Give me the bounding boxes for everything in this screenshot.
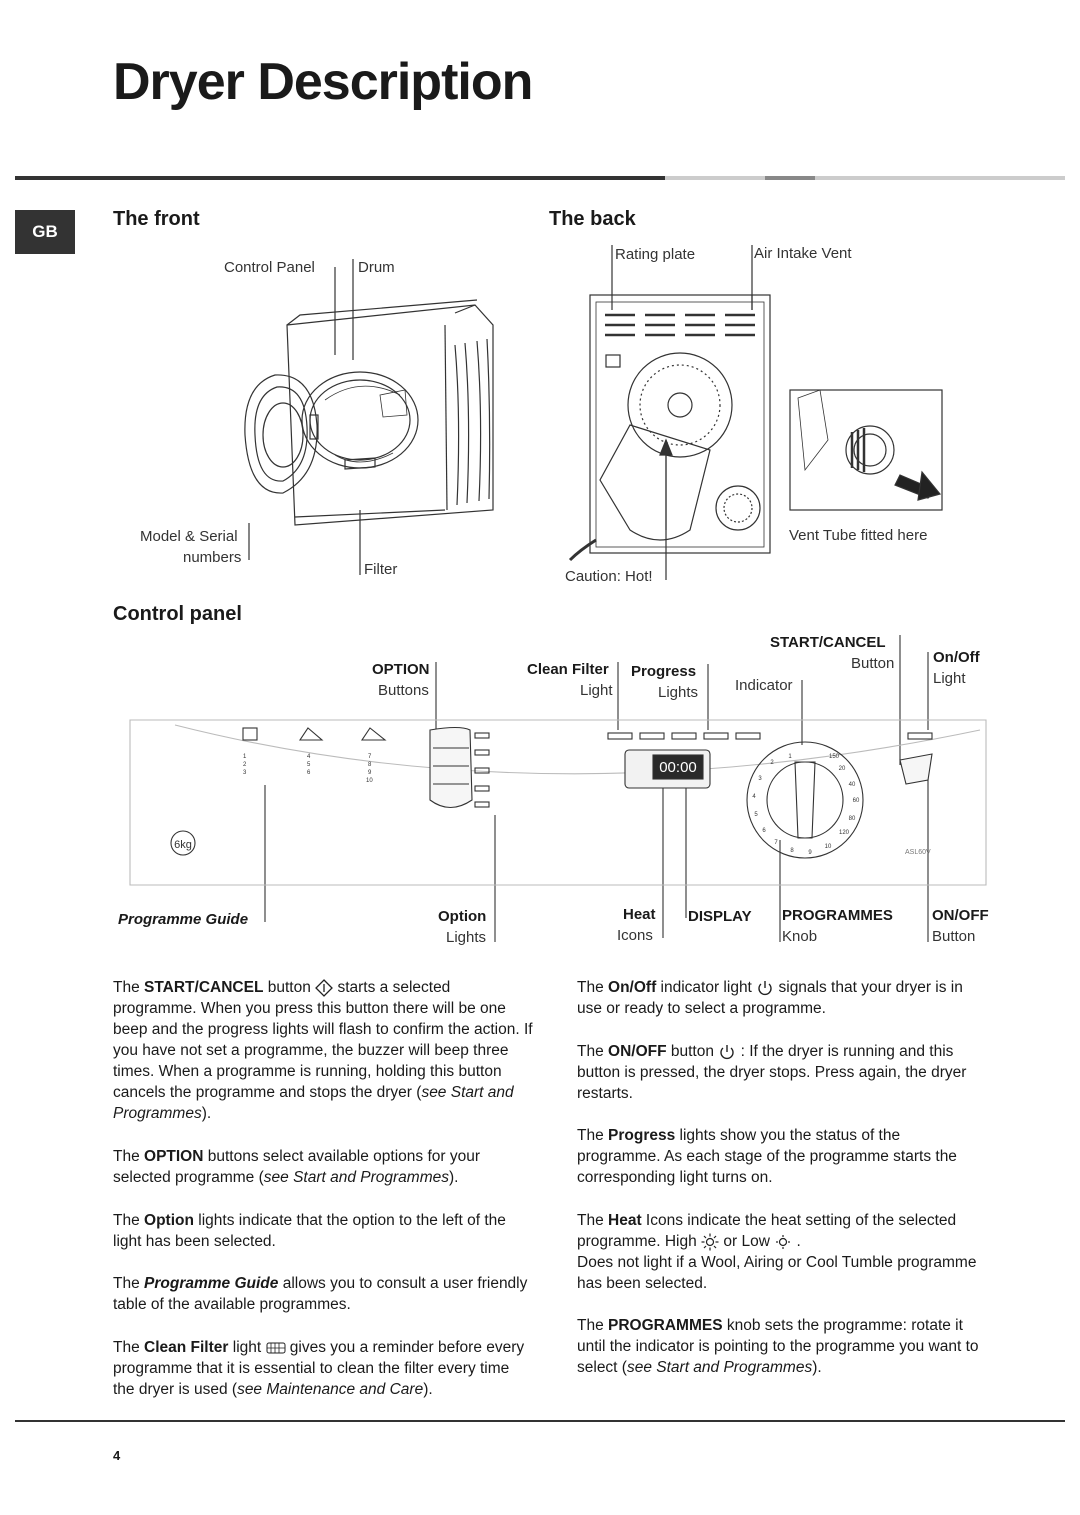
start-cancel-icon — [315, 978, 334, 997]
label-heat-icons: Icons — [617, 927, 653, 944]
power-icon — [758, 980, 772, 996]
label-vent-tube: Vent Tube fitted here — [789, 527, 928, 544]
clean-filter-icon — [266, 1342, 285, 1354]
label-caution-hot: Caution: Hot! — [565, 568, 653, 585]
guide-number: 10 — [366, 778, 373, 784]
top-rule-dark — [15, 176, 665, 180]
label-onoff-light: Light — [933, 670, 966, 687]
dial-number: 3 — [758, 776, 762, 782]
label-start-cancel-button: Button — [851, 655, 895, 672]
para-programme-guide: The Programme Guide allows you to consul… — [113, 1275, 528, 1313]
dial-number: 120 — [839, 830, 850, 836]
label-onoff-light-top: On/Off — [933, 649, 980, 666]
dial-number: 5 — [754, 812, 758, 818]
dial-number: 6 — [762, 828, 766, 834]
dial-number: 40 — [849, 782, 856, 788]
label-progress-lights: Lights — [658, 684, 699, 701]
para-start-cancel: The START/CANCEL button starts a selecte… — [113, 978, 533, 1122]
power-icon — [720, 1044, 734, 1060]
dial-number: 8 — [790, 848, 794, 854]
label-numbers: numbers — [183, 549, 242, 566]
dryer-back-illustration — [568, 245, 943, 580]
dial-number: 20 — [839, 766, 846, 772]
label-heat: Heat — [623, 906, 656, 923]
para-progress: The Progress lights show you the status … — [577, 1127, 957, 1186]
label-rating-plate: Rating plate — [615, 246, 696, 263]
control-panel-heading: Control panel — [113, 603, 242, 625]
front-heading: The front — [113, 208, 200, 230]
guide-number: 4 — [307, 754, 311, 760]
label-programmes: PROGRAMMES — [782, 907, 893, 924]
dryer-front-illustration — [244, 259, 494, 575]
para-option-buttons: The OPTION buttons select available opti… — [113, 1148, 481, 1186]
label-clean-filter-light: Light — [580, 682, 613, 699]
page-number: 4 — [113, 1448, 121, 1463]
top-rule-light-2 — [815, 176, 1065, 180]
label-air-intake: Air Intake Vent — [754, 245, 852, 262]
back-heading: The back — [549, 208, 636, 230]
page-title: Dryer Description — [113, 53, 533, 111]
bottom-rule — [15, 1420, 1065, 1422]
dial-number: 1 — [788, 754, 792, 760]
label-programme-guide: Programme Guide — [118, 911, 249, 928]
dial-number: 7 — [774, 840, 778, 846]
label-option-lights: Lights — [446, 929, 487, 946]
low-heat-icon — [776, 1234, 791, 1249]
guide-number: 7 — [368, 754, 372, 760]
dial-number: 10 — [825, 844, 832, 850]
dial-number: 60 — [853, 798, 860, 804]
model-code: ASL60V — [905, 849, 931, 856]
guide-number: 1 — [243, 754, 247, 760]
label-option-buttons: Buttons — [378, 682, 429, 699]
label-display: DISPLAY — [688, 908, 752, 925]
label-onoff-button-bold: ON/OFF — [932, 907, 989, 924]
top-rule-light — [665, 176, 765, 180]
display-time: 00:00 — [659, 759, 697, 776]
label-clean-filter: Clean Filter — [527, 661, 609, 678]
dial-number: 80 — [849, 816, 856, 822]
label-indicator: Indicator — [735, 677, 793, 694]
dial-number: 9 — [808, 850, 812, 856]
dial-number: 4 — [752, 794, 756, 800]
guide-number: 2 — [243, 762, 247, 768]
guide-number: 8 — [368, 762, 372, 768]
guide-number: 3 — [243, 770, 247, 776]
para-option-lights: The Option lights indicate that the opti… — [113, 1212, 506, 1250]
label-control-panel: Control Panel — [224, 259, 315, 276]
dial-number: 150 — [829, 754, 840, 760]
high-heat-icon — [701, 1233, 719, 1251]
label-option-top: OPTION — [372, 661, 430, 678]
label-start-cancel: START/CANCEL — [770, 634, 886, 651]
label-filter: Filter — [364, 561, 398, 578]
guide-number: 5 — [307, 762, 311, 768]
label-programmes-knob: Knob — [782, 928, 818, 945]
para-onoff-button: The ON/OFF button : If the dryer is runn… — [577, 1043, 967, 1102]
label-model-serial: Model & Serial — [140, 528, 238, 545]
para-clean-filter: The Clean Filter light gives you a remin… — [113, 1339, 525, 1398]
para-onoff-light: The On/Off indicator light signals that … — [577, 979, 963, 1017]
guide-number: 6 — [307, 770, 311, 776]
control-panel-illustration: 00:00 6kg ASL60V 1 2 3 4 5 6 7 8 9 10 1 … — [129, 635, 987, 942]
top-rule-mid — [765, 176, 815, 180]
label-drum: Drum — [358, 259, 395, 276]
language-tab[interactable]: GB — [15, 210, 75, 254]
para-programmes: The PROGRAMMES knob sets the programme: … — [577, 1317, 979, 1376]
label-progress: Progress — [631, 663, 697, 680]
label-option-lights-bold: Option — [438, 908, 487, 925]
para-heat: The Heat Icons indicate the heat setting… — [577, 1212, 977, 1292]
capacity-badge: 6kg — [174, 839, 192, 851]
label-onoff-button: Button — [932, 928, 976, 945]
guide-number: 9 — [368, 770, 372, 776]
dial-number: 2 — [770, 760, 774, 766]
